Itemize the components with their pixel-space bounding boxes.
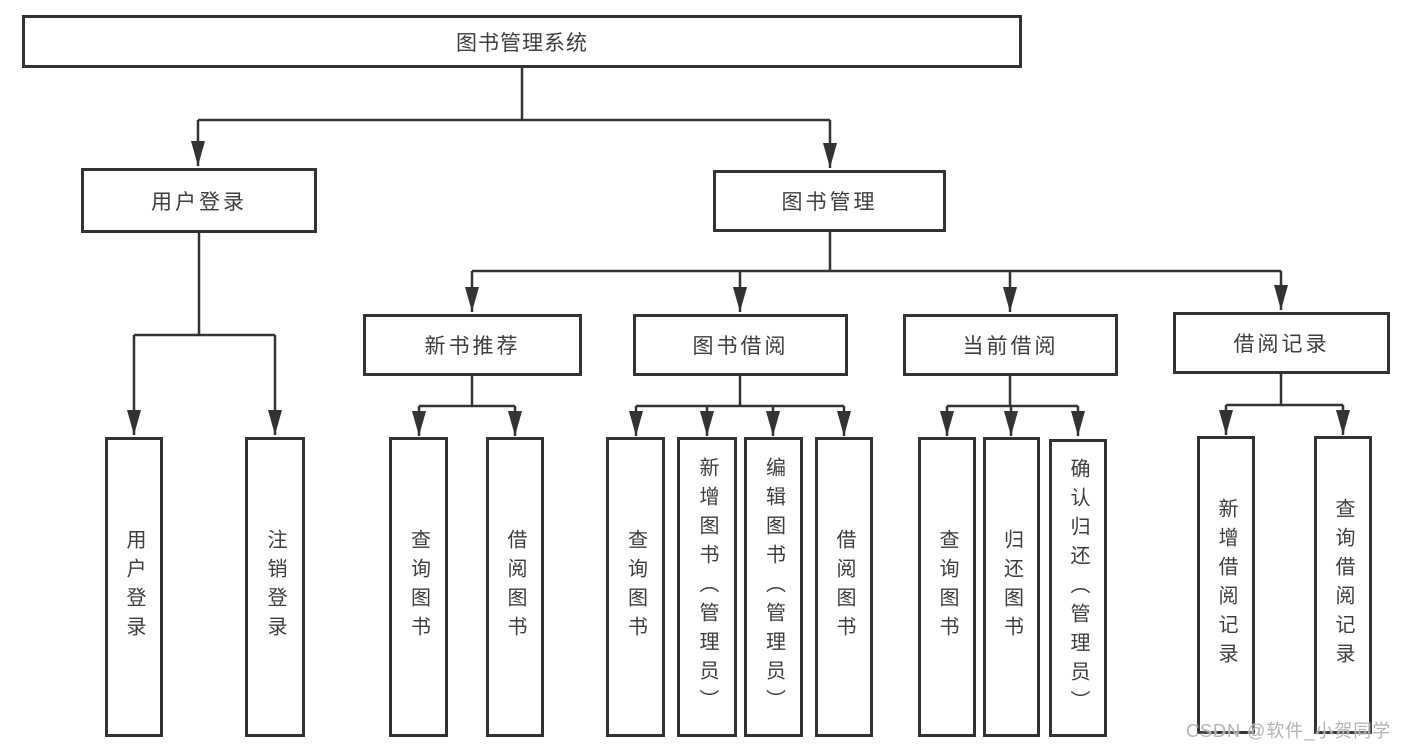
connector-book-borrow-to-leaves	[629, 376, 851, 436]
leaf-logout: 注销登录	[245, 437, 305, 737]
connector-user-login-to-leaves	[127, 233, 282, 435]
leaf-return-book: 归还图书	[983, 437, 1040, 737]
leaf-add-borrow-record: 新增借阅记录	[1197, 436, 1255, 734]
leaf-user-login: 用户登录	[105, 437, 163, 737]
node-borrow-records: 借阅记录	[1173, 312, 1390, 374]
leaf-query-books-2: 查询图书	[606, 437, 665, 737]
connector-book-management-to-level3	[465, 232, 1288, 312]
leaf-query-books-1-label: 查询图书	[407, 529, 430, 645]
node-book-borrow: 图书借阅	[633, 314, 848, 376]
node-current-borrow: 当前借阅	[903, 314, 1118, 376]
node-new-book-recommend: 新书推荐	[363, 314, 582, 376]
leaf-query-books-3: 查询图书	[918, 437, 976, 737]
leaf-return-book-label: 归还图书	[1000, 529, 1023, 645]
leaf-borrow-books-2: 借阅图书	[815, 437, 873, 737]
leaf-logout-label: 注销登录	[264, 529, 286, 645]
leaf-confirm-return-admin: 确认归还（管理员）	[1049, 439, 1107, 737]
node-root: 图书管理系统	[22, 15, 1022, 68]
leaf-add-book-admin-label: 新增图书（管理员）	[696, 456, 718, 718]
leaf-query-books-2-label: 查询图书	[624, 529, 647, 645]
leaf-add-borrow-record-label: 新增借阅记录	[1215, 498, 1237, 672]
leaf-borrow-books-2-label: 借阅图书	[833, 529, 855, 645]
leaf-query-borrow-record-label: 查询借阅记录	[1332, 498, 1354, 672]
node-book-management: 图书管理	[713, 170, 946, 232]
csdn-watermark: CSDN @软件_小贺同学	[1186, 721, 1392, 741]
leaf-query-borrow-record: 查询借阅记录	[1314, 436, 1372, 734]
leaf-confirm-return-admin-label: 确认归还（管理员）	[1067, 457, 1089, 719]
connector-new-book-recommend-to-leaves	[412, 376, 522, 436]
leaf-edit-book-admin: 编辑图书（管理员）	[744, 437, 803, 737]
leaf-edit-book-admin-label: 编辑图书（管理员）	[762, 456, 785, 718]
connector-borrow-records-to-leaves	[1219, 374, 1350, 435]
connector-root-to-level2	[191, 68, 837, 168]
leaf-query-books-3-label: 查询图书	[936, 529, 958, 645]
leaf-user-login-label: 用户登录	[123, 529, 145, 645]
leaf-borrow-books-1-label: 借阅图书	[504, 529, 526, 645]
leaf-add-book-admin: 新增图书（管理员）	[677, 437, 737, 737]
leaf-borrow-books-1: 借阅图书	[486, 437, 544, 737]
leaf-query-books-1: 查询图书	[389, 437, 448, 737]
node-user-login: 用户登录	[81, 168, 317, 233]
connector-current-borrow-to-leaves	[940, 376, 1085, 436]
